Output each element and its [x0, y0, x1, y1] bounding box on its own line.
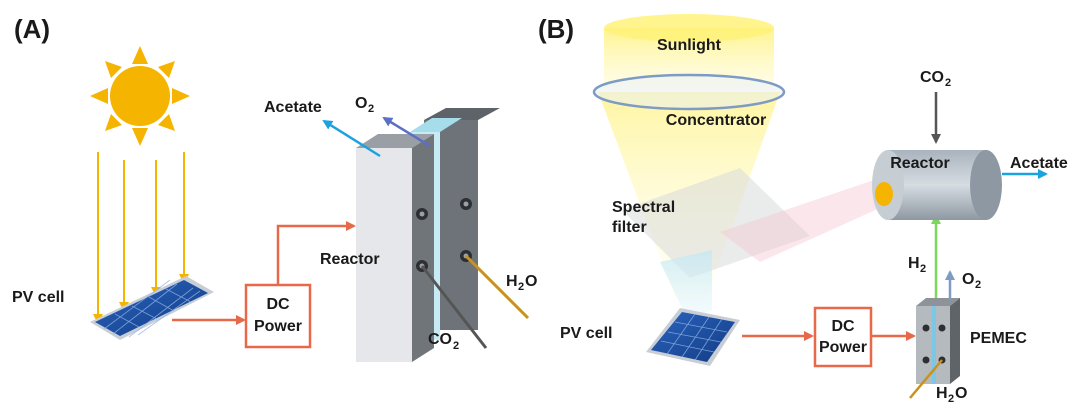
spectral-filter: [622, 168, 810, 278]
power-label-b: Power: [819, 339, 867, 356]
reactor-label-a: Reactor: [320, 251, 380, 268]
sun-icon: [90, 46, 190, 146]
h2o-inlet-b: [909, 359, 943, 399]
h2-label-b: H: [908, 255, 920, 272]
pv-panel-b: [646, 308, 740, 366]
pemec-cell: [916, 298, 960, 384]
dc-label-b: DC: [831, 318, 855, 335]
dc-power-box-a: [244, 283, 312, 349]
dc-power-box-b: [813, 306, 873, 368]
co2-label-a: CO: [428, 331, 452, 348]
co2-inlet-a: [420, 265, 488, 349]
pv-cell-label-a: PV cell: [12, 289, 64, 306]
concentrator-label: Concentrator: [666, 112, 766, 129]
concentrator-lens: [592, 73, 786, 111]
h2o-subscript-b: 2: [948, 393, 954, 405]
arrow-dc-to-reactor-a: [276, 221, 356, 285]
co2-subscript-a: 2: [453, 340, 459, 352]
co2-subscript-b: 2: [945, 77, 951, 89]
dc-label-a: DC: [266, 296, 290, 313]
pv-panel-a: [90, 276, 214, 340]
acetate-label-a: Acetate: [264, 99, 322, 116]
acetate-label-b: Acetate: [1010, 155, 1068, 172]
spectral-label: Spectral: [612, 199, 675, 216]
o2-label-a: O: [355, 95, 367, 112]
o2-subscript-a: 2: [368, 103, 374, 115]
pemec-label: PEMEC: [970, 330, 1027, 347]
h2o-o-a: O: [525, 273, 537, 290]
o2-label-b: O: [962, 271, 974, 288]
pv-cell-label-b: PV cell: [560, 325, 612, 342]
co2-label-b: CO: [920, 69, 944, 86]
h2o-h-b: H: [936, 385, 948, 402]
sun-rays: [93, 152, 189, 324]
sunlight-label: Sunlight: [657, 37, 722, 54]
arrow-o2-a: [382, 116, 431, 148]
h2o-h-a: H: [506, 273, 518, 290]
panel-b: (B) Sunlight Concentrator Spectral filte…: [538, 14, 1068, 405]
h2o-inlet-a: [464, 254, 530, 320]
o2-subscript-b: 2: [975, 279, 981, 291]
arrow-acetate-a: [322, 119, 381, 158]
panel-b-tag: (B): [538, 14, 574, 44]
reflected-beam: [720, 178, 880, 262]
transmitted-beam: [660, 250, 712, 320]
reactor-label-b: Reactor: [890, 155, 950, 172]
power-label-a: Power: [254, 318, 302, 335]
reactor-b: [872, 150, 1002, 220]
filter-label: filter: [612, 219, 647, 236]
h2o-o-b: O: [955, 385, 967, 402]
panel-a: (A): [12, 14, 537, 362]
h2o-subscript-a: 2: [518, 281, 524, 293]
h2-subscript-b: 2: [920, 263, 926, 275]
panel-a-tag: (A): [14, 14, 50, 44]
